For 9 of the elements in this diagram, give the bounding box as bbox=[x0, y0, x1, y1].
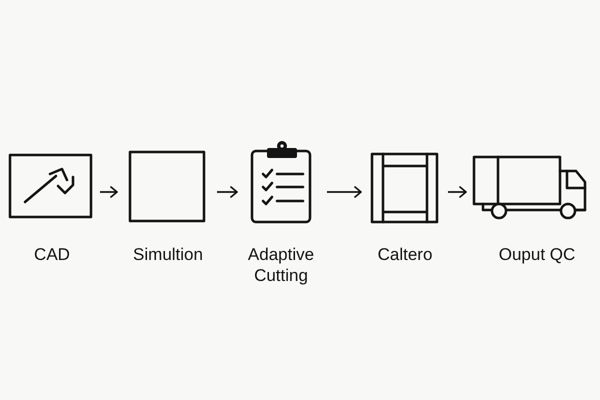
step-label: Caltero bbox=[378, 244, 432, 265]
arrow bbox=[217, 186, 238, 198]
arrow bbox=[448, 186, 467, 198]
step-label: Simultion bbox=[133, 244, 203, 265]
step-label: Adaptive Cutting bbox=[246, 244, 316, 286]
arrow bbox=[327, 186, 362, 198]
arrow bbox=[100, 186, 118, 198]
step-label: CAD bbox=[34, 244, 70, 265]
step-label: Ouput QC bbox=[498, 244, 576, 265]
